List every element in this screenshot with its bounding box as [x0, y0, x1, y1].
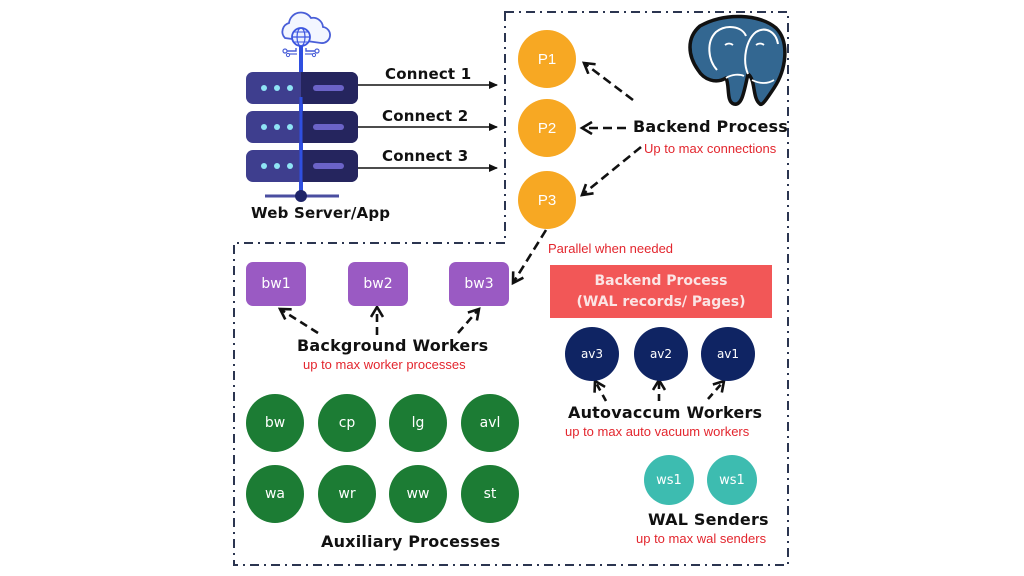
- backend-to-p3-arrow: [582, 145, 642, 195]
- auxiliary-avl: avl: [461, 394, 519, 452]
- av-to-av3-arrow: [595, 381, 608, 402]
- autovacuum-av3: av3: [565, 327, 619, 381]
- auxiliary-wa: wa: [246, 465, 304, 523]
- background-workers-label: Background Workers: [297, 336, 489, 355]
- wal-banner-line2: (WAL records/ Pages): [576, 293, 746, 310]
- wal-sender-2: ws1: [707, 455, 757, 505]
- auxiliary-lg: lg: [389, 394, 447, 452]
- auxiliary-bw: bw: [246, 394, 304, 452]
- postgres-boundary: [233, 11, 789, 566]
- p3-to-bw3-arrow: [513, 229, 548, 283]
- process-p3: P3: [518, 171, 576, 229]
- backend-to-p1-arrow: [584, 63, 634, 102]
- wal-backend-banner: Backend Process (WAL records/ Pages): [550, 265, 772, 318]
- connect-3-label: Connect 3: [382, 147, 469, 165]
- background-worker-bw2: bw2: [348, 262, 408, 306]
- auxiliary-processes-label: Auxiliary Processes: [321, 532, 501, 551]
- auxiliary-cp: cp: [318, 394, 376, 452]
- web-server-label: Web Server/App: [251, 204, 391, 222]
- av-to-av1-arrow: [707, 381, 724, 400]
- process-p1: P1: [518, 30, 576, 88]
- background-worker-bw1: bw1: [246, 262, 306, 306]
- cloud-globe-icon: [281, 11, 331, 58]
- wal-banner-line1: Backend Process: [594, 272, 728, 289]
- autovacuum-label: Autovaccum Workers: [568, 403, 763, 422]
- auxiliary-wr: wr: [318, 465, 376, 523]
- server-stack-icon: [246, 11, 358, 202]
- auxiliary-ww: ww: [389, 465, 447, 523]
- max-worker-processes-note: up to max worker processes: [303, 357, 466, 372]
- bgw-to-bw3-arrow: [457, 309, 479, 334]
- parallel-note: Parallel when needed: [548, 241, 674, 256]
- autovacuum-av2: av2: [634, 327, 688, 381]
- wal-sender-1: ws1: [644, 455, 694, 505]
- connect-1-label: Connect 1: [385, 65, 472, 83]
- autovacuum-av1: av1: [701, 327, 755, 381]
- max-connections-note: Up to max connections: [644, 141, 777, 156]
- wal-senders-label: WAL Senders: [648, 510, 769, 529]
- max-wal-senders-note: up to max wal senders: [636, 531, 767, 546]
- backend-process-label: Backend Process: [633, 117, 788, 136]
- bgw-to-bw1-arrow: [280, 309, 319, 335]
- postgresql-elephant-icon: [688, 14, 787, 107]
- max-autovacuum-note: up to max auto vacuum workers: [565, 424, 750, 439]
- auxiliary-st: st: [461, 465, 519, 523]
- background-worker-bw3: bw3: [449, 262, 509, 306]
- process-p2: P2: [518, 99, 576, 157]
- connect-2-label: Connect 2: [382, 107, 469, 125]
